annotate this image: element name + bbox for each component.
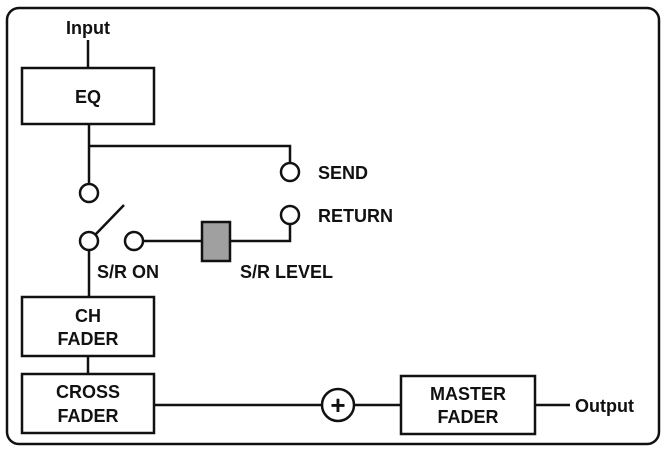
- summing-node-symbol: +: [330, 390, 345, 420]
- master-fader-label-line2: FADER: [437, 407, 498, 427]
- level-to-return-line: [230, 224, 292, 243]
- diagram-frame: [5, 6, 661, 446]
- sr-on-label: S/R ON: [97, 262, 159, 282]
- master-fader-box: [399, 374, 537, 436]
- return-label: RETURN: [318, 206, 393, 226]
- send-label: SEND: [318, 163, 368, 183]
- send-terminal: [279, 161, 301, 183]
- cross-fader-label-line1: CROSS: [56, 382, 120, 402]
- sr-level-block: [200, 220, 232, 263]
- input-label: Input: [66, 18, 110, 38]
- return-terminal: [279, 204, 301, 226]
- switch-pivot-contact: [78, 230, 100, 252]
- master-fader-label-line1: MASTER: [430, 384, 506, 404]
- return-contact: [123, 230, 145, 252]
- output-label: Output: [575, 396, 634, 416]
- cross-fader-box: [20, 372, 156, 435]
- ch-fader-label-line2: FADER: [57, 329, 118, 349]
- send-branch-line: [89, 144, 292, 163]
- eq-label: EQ: [75, 87, 101, 107]
- switch-arm: [94, 204, 125, 236]
- switch-upper-contact: [78, 182, 100, 204]
- ch-fader-label-line1: CH: [75, 306, 101, 326]
- sr-level-label: S/R LEVEL: [240, 262, 333, 282]
- eq-box: [20, 66, 156, 126]
- cross-fader-label-line2: FADER: [57, 406, 118, 426]
